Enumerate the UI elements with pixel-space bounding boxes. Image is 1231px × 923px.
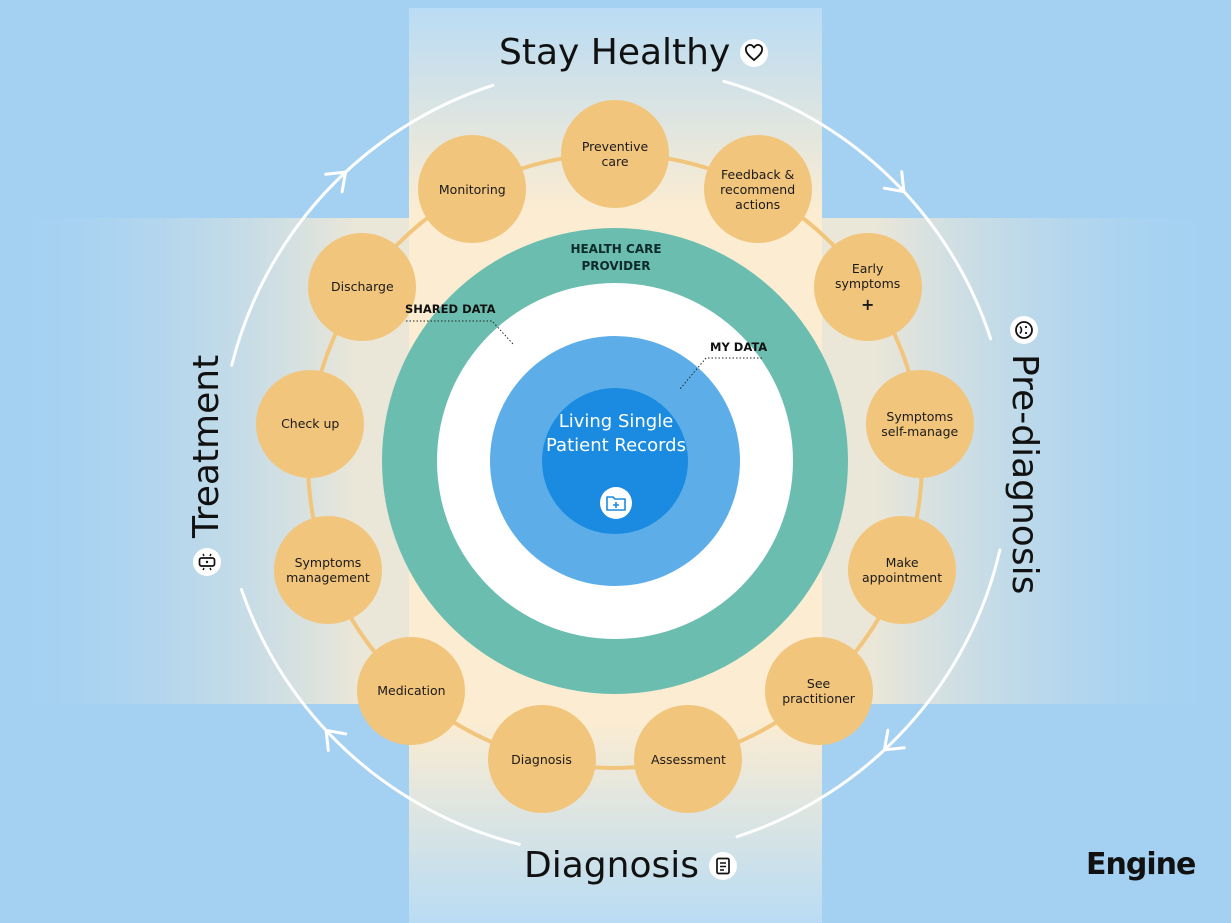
sad-face-icon [1010,316,1039,344]
journey-node: Diagnosis [487,705,596,814]
journey-node: Early symptoms + [813,232,922,341]
stage-diagnosis: Diagnosis [524,845,737,886]
stage-treatment-label: Treatment [186,354,227,538]
cycle-arrowhead [324,170,348,194]
journey-node: Monitoring [418,135,527,244]
journey-node: Symptoms self-manage [865,369,974,478]
stage-pre-diagnosis-label: Pre-diagnosis [1004,354,1045,595]
journey-node-label: Make appointment [861,554,943,585]
journey-node-label: Preventive care [581,139,649,169]
plus-icon: + [860,295,875,315]
journey-node-label: Check up [281,416,340,432]
shared-data-label: SHARED DATA [405,302,496,316]
heart-icon [740,38,769,67]
journey-node: Check up [256,369,365,478]
document-icon [709,851,737,880]
folder-add-icon [600,487,632,519]
shared-data-leader [406,320,514,345]
journey-node: Preventive care [561,100,669,208]
cycle-arrowhead [324,728,348,752]
journey-node-label: See practitioner [782,675,855,706]
cycle-arc [230,83,495,367]
engine-logo: Engine [1086,847,1196,882]
cycle-arc [722,79,993,341]
journey-node-label: Symptoms management [286,554,370,585]
journey-node: Feedback & recommend actions [703,135,812,244]
journey-node-label: Feedback & recommend actions [720,166,796,212]
bandage-icon [192,548,221,576]
stage-stay-healthy: Stay Healthy [499,32,769,73]
journey-node: Symptoms management [273,515,382,624]
stage-diagnosis-label: Diagnosis [524,845,699,886]
journey-node: Discharge [308,232,417,341]
provider-label: HEALTH CARE PROVIDER [570,242,662,273]
journey-node: Medication [357,636,466,745]
journey-node-label: Symptoms self-manage [881,408,959,439]
journey-cycle-arcs [230,79,1002,846]
journey-node-label: Diagnosis [511,751,572,767]
cycle-arrowhead [882,728,906,752]
cycle-arc [240,588,521,846]
my-data-label: MY DATA [710,340,768,354]
my-data-leader [679,357,762,390]
core-label: Living Single Patient Records [546,411,686,456]
journey-node: Assessment [634,705,743,814]
stage-pre-diagnosis: Pre-diagnosis [1004,316,1045,594]
stage-stay-healthy-label: Stay Healthy [499,32,731,73]
journey-cycle-arrows [324,170,906,752]
cycle-arc [735,548,1002,839]
patient-record-core [542,388,688,534]
journey-node-label: Early symptoms [835,261,901,292]
cycle-arrowhead [882,170,906,194]
journey-node-label: Monitoring [438,181,506,197]
journey-node: Make appointment [848,515,957,624]
journey-node-label: Assessment [650,751,726,767]
journey-node: See practitioner [764,636,873,745]
stage-treatment: Treatment [186,355,227,576]
journey-node-label: Discharge [331,279,394,295]
journey-node-label: Medication [377,683,446,699]
